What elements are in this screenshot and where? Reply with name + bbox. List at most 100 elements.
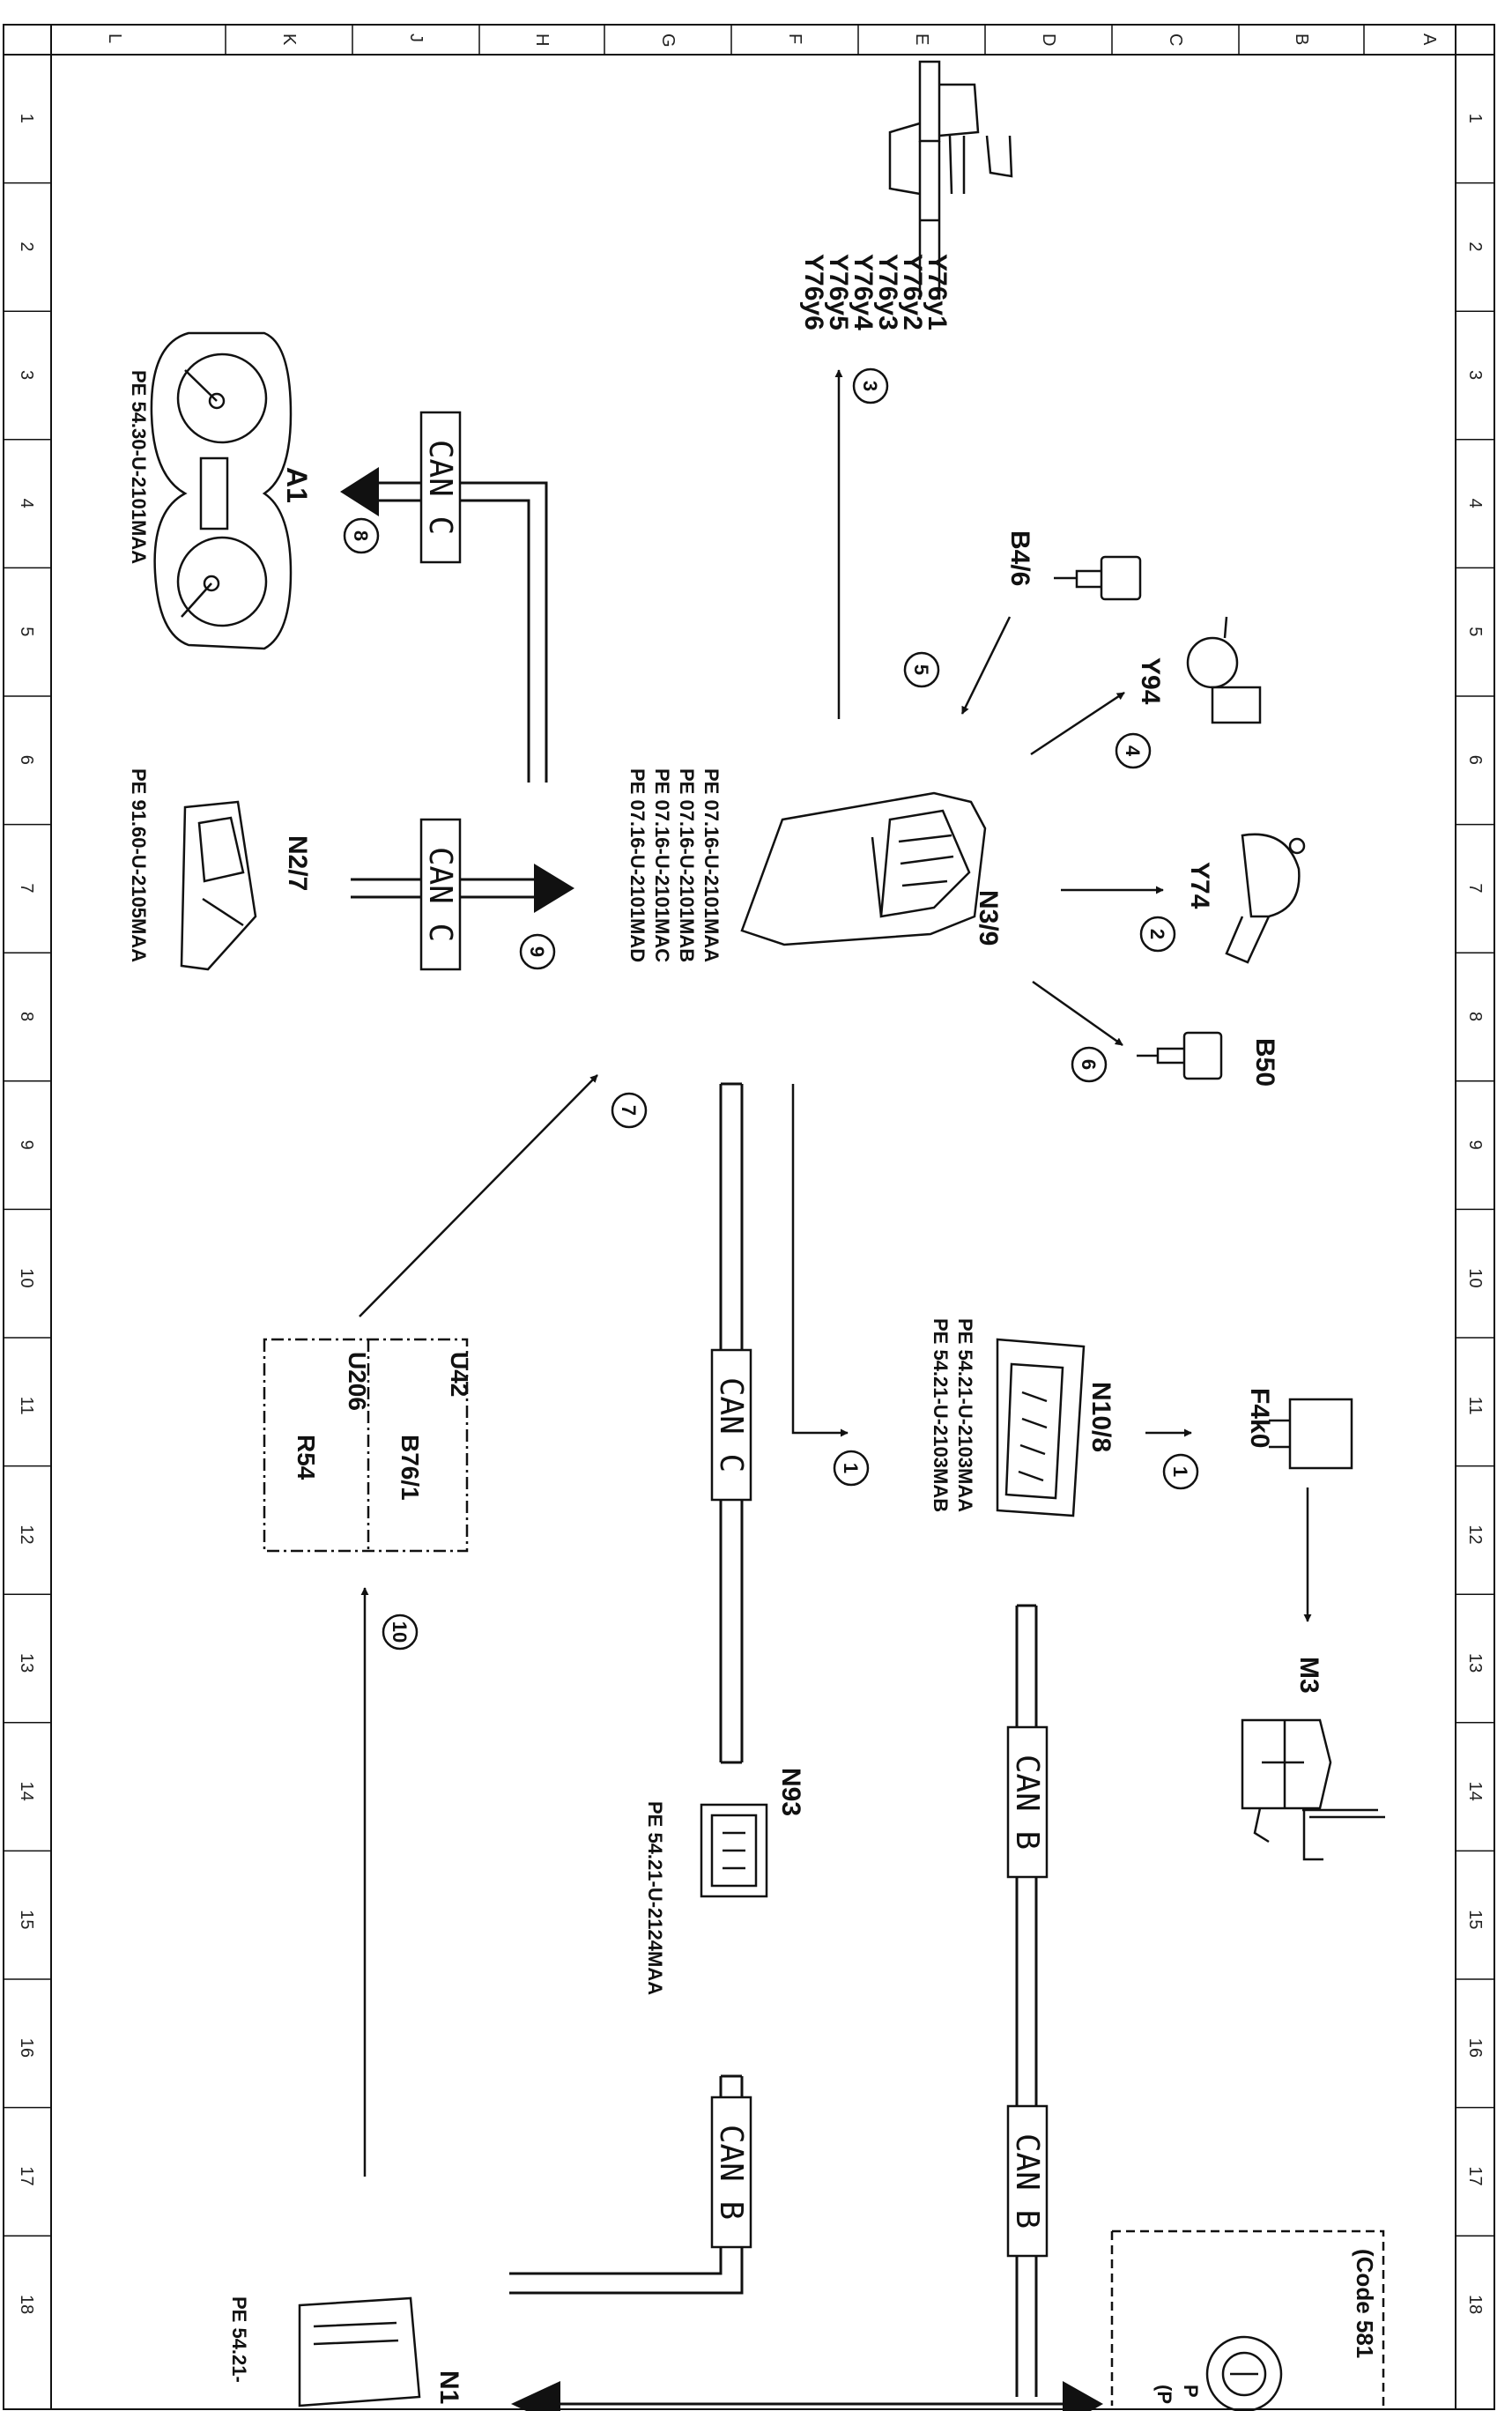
ref-n10-8-mab: PE 54.21-U-2103MAB bbox=[930, 1318, 952, 1512]
callouts: 1 2 3 4 5 6 7 8 9 10 1 bbox=[343, 367, 1199, 1651]
grid-row-number: 7 bbox=[17, 883, 36, 893]
module-n10-8-drawing bbox=[996, 1338, 1086, 1517]
grid-row-number: 11 bbox=[17, 1397, 36, 1415]
grid-row-number: 2 bbox=[1465, 241, 1485, 251]
can-label-b-right: CAN B bbox=[1006, 1725, 1049, 1879]
module-n1-partial-drawing bbox=[298, 2296, 421, 2407]
grid-col-letter: H bbox=[532, 33, 552, 46]
component-drawings bbox=[150, 60, 1385, 2411]
grid-col-letter: L bbox=[105, 33, 124, 43]
svg-text:2: 2 bbox=[1146, 929, 1168, 939]
ref-n1-partial: PE 54.21- bbox=[228, 2296, 250, 2383]
label-m3: M3 bbox=[1294, 1657, 1323, 1694]
drawing-border bbox=[3, 24, 1495, 2410]
callout-8: 8 bbox=[343, 517, 380, 554]
grid-row-number: 14 bbox=[17, 1782, 36, 1801]
grid-col-letter: C bbox=[1166, 33, 1185, 46]
label-u42: U42 bbox=[446, 1352, 473, 1397]
svg-text:6: 6 bbox=[1078, 1059, 1100, 1070]
grid-row-number: 18 bbox=[17, 2295, 36, 2314]
label-y76y2: Y76y2 bbox=[898, 254, 927, 330]
grid-row-number: 16 bbox=[1465, 2038, 1485, 2058]
label-n2-7: N2/7 bbox=[283, 835, 312, 891]
callout-1: 1 bbox=[1162, 1453, 1199, 1490]
callout-9: 9 bbox=[519, 933, 556, 970]
svg-text:1: 1 bbox=[1169, 1466, 1191, 1477]
callout-5: 5 bbox=[903, 651, 940, 688]
ref-n3-9-maa: PE 07.16-U-2101MAA bbox=[700, 768, 723, 962]
grid-row-number: 1 bbox=[17, 114, 36, 123]
grid-col-letter: B bbox=[1292, 33, 1311, 45]
grid-row-number: 8 bbox=[17, 1012, 36, 1021]
label-y76y3: Y76y3 bbox=[873, 254, 902, 330]
ref-n2-7: PE 91.60-U-2105MAA bbox=[128, 768, 150, 962]
bus-can-b-left bbox=[509, 2074, 744, 2295]
svg-text:CAN C: CAN C bbox=[422, 847, 458, 942]
arrows bbox=[359, 369, 1312, 2177]
label-n1-partial: N1 bbox=[434, 2370, 463, 2404]
grid-col-letter: G bbox=[658, 33, 678, 48]
svg-text:CAN C: CAN C bbox=[422, 440, 458, 535]
svg-text:5: 5 bbox=[910, 664, 932, 675]
grid-row-number: 16 bbox=[17, 2038, 36, 2058]
label-y74: Y74 bbox=[1185, 862, 1214, 909]
grid-row-ticks bbox=[4, 182, 1494, 2237]
grid-row-number: 10 bbox=[17, 1268, 36, 1287]
svg-text:3: 3 bbox=[859, 381, 881, 391]
label-u206: U206 bbox=[344, 1352, 371, 1411]
grid-row-number: 13 bbox=[17, 1653, 36, 1673]
ecu-n3-9-drawing bbox=[740, 791, 987, 946]
grid-col-letter: D bbox=[1039, 33, 1058, 46]
pump-m3-drawing bbox=[1241, 1718, 1385, 1861]
can-label-boxes: CAN C CAN C CAN C CAN B CAN B CAN B bbox=[419, 411, 1049, 2258]
label-n10-8: N10/8 bbox=[1086, 1382, 1115, 1452]
grid-row-number: 18 bbox=[1465, 2295, 1485, 2314]
grid-row-number: 5 bbox=[1465, 627, 1485, 636]
svg-text:CAN B: CAN B bbox=[713, 2125, 749, 2220]
svg-text:CAN B: CAN B bbox=[1009, 2133, 1045, 2229]
can-label-c-n2-7: CAN C bbox=[419, 818, 462, 971]
arrowhead-bottom-left bbox=[511, 2381, 560, 2411]
label-n3-9: N3/9 bbox=[974, 890, 1003, 946]
grid-col-letter: K bbox=[279, 33, 299, 46]
grid-row-number: 15 bbox=[1465, 1910, 1485, 1929]
grid-col-letter: A bbox=[1419, 33, 1439, 46]
svg-text:CAN C: CAN C bbox=[713, 1377, 749, 1473]
ref-n3-9-mad: PE 07.16-U-2101MAD bbox=[626, 768, 649, 962]
grid-row-number: 3 bbox=[1465, 370, 1485, 380]
grid-row-number: 17 bbox=[1465, 2166, 1485, 2185]
grid-row-number: 4 bbox=[1465, 499, 1485, 508]
grid-row-number: 14 bbox=[1465, 1782, 1485, 1801]
callout-6: 6 bbox=[1071, 1046, 1108, 1083]
svg-text:CAN B: CAN B bbox=[1009, 1754, 1045, 1850]
callout-3: 3 bbox=[852, 367, 889, 404]
sensor-b4-6-drawing bbox=[1054, 555, 1142, 601]
grid-row-number: 7 bbox=[1465, 883, 1485, 893]
code-581-box bbox=[1110, 2229, 1385, 2406]
ref-code-box-line2: (P bbox=[1153, 2385, 1175, 2404]
grid-row-number: 13 bbox=[1465, 1653, 1485, 1673]
label-a1: A1 bbox=[281, 467, 313, 503]
module-n2-7-drawing bbox=[180, 800, 257, 971]
grid-row-number: 8 bbox=[1465, 1012, 1485, 1021]
bold-arrowheads bbox=[340, 467, 1103, 2411]
sensor-b50-drawing bbox=[1137, 1031, 1223, 1080]
grid-row-number: 12 bbox=[17, 1524, 36, 1544]
callout-4: 4 bbox=[1115, 732, 1152, 769]
can-label-b-right-lower: CAN B bbox=[1006, 2104, 1049, 2258]
bus-can-b-right bbox=[1015, 1604, 1038, 2397]
ref-code-box-line1: P bbox=[1180, 2385, 1202, 2398]
grid-row-number: 4 bbox=[17, 499, 36, 508]
grid-row-number: 1 bbox=[1465, 114, 1485, 123]
callout-10: 10 bbox=[382, 1614, 419, 1651]
grid-row-number: 15 bbox=[17, 1910, 36, 1929]
grid-col-letter: J bbox=[406, 33, 426, 42]
svg-text:7: 7 bbox=[618, 1105, 640, 1116]
grid-row-number: 10 bbox=[1465, 1268, 1485, 1287]
arrow-b4-6-to-n3-9 bbox=[960, 616, 1012, 715]
callout-1: 1 bbox=[833, 1450, 870, 1487]
grid-col-letter: F bbox=[785, 33, 804, 44]
